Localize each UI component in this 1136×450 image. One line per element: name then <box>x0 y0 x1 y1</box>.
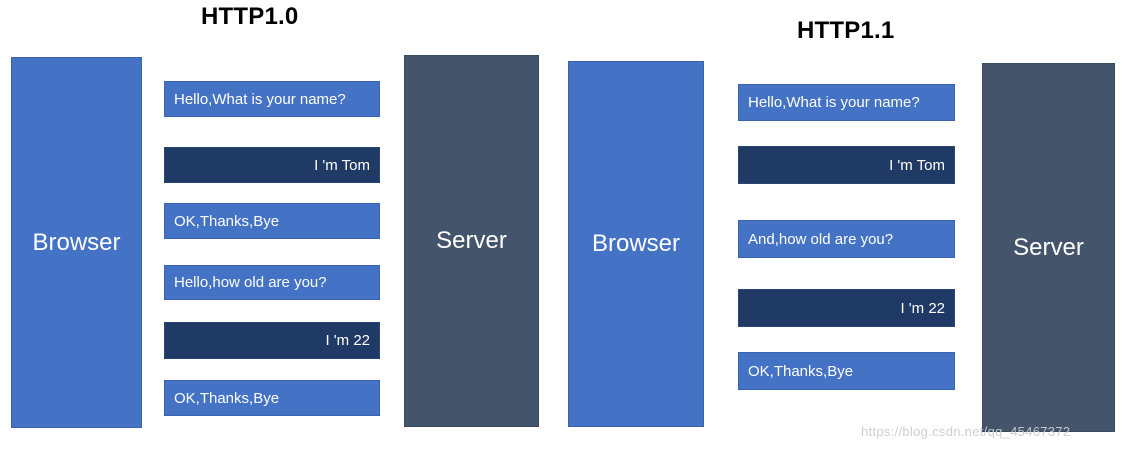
http11-message-request-1: Hello,What is your name? <box>738 84 955 121</box>
http10-message-request-4: OK,Thanks,Bye <box>164 380 380 416</box>
http11-title: HTTP1.1 <box>797 17 895 44</box>
http11-message-request-3: OK,Thanks,Bye <box>738 352 955 390</box>
http11-browser-label: Browser <box>591 230 681 257</box>
http11-server-box: Server <box>982 63 1115 432</box>
http10-browser-box: Browser <box>11 57 142 428</box>
http11-browser-box: Browser <box>568 61 704 427</box>
http10-server-box: Server <box>404 55 539 427</box>
http10-title: HTTP1.0 <box>201 3 299 30</box>
http10-message-response-1: I 'm Tom <box>164 147 380 183</box>
http10-message-request-3: Hello,how old are you? <box>164 265 380 300</box>
http11-message-request-2: And,how old are you? <box>738 220 955 258</box>
http10-message-request-1: Hello,What is your name? <box>164 81 380 117</box>
http10-message-response-2: I 'm 22 <box>164 322 380 359</box>
http10-browser-label: Browser <box>32 228 121 256</box>
http10-server-label: Server <box>436 227 507 254</box>
http11-server-label: Server <box>1013 233 1084 261</box>
watermark-url: https://blog.csdn.net/qq_45467372 <box>861 424 1071 439</box>
http11-message-response-1: I 'm Tom <box>738 146 955 184</box>
http11-message-response-2: I 'm 22 <box>738 289 955 327</box>
http10-message-request-2: OK,Thanks,Bye <box>164 203 380 239</box>
